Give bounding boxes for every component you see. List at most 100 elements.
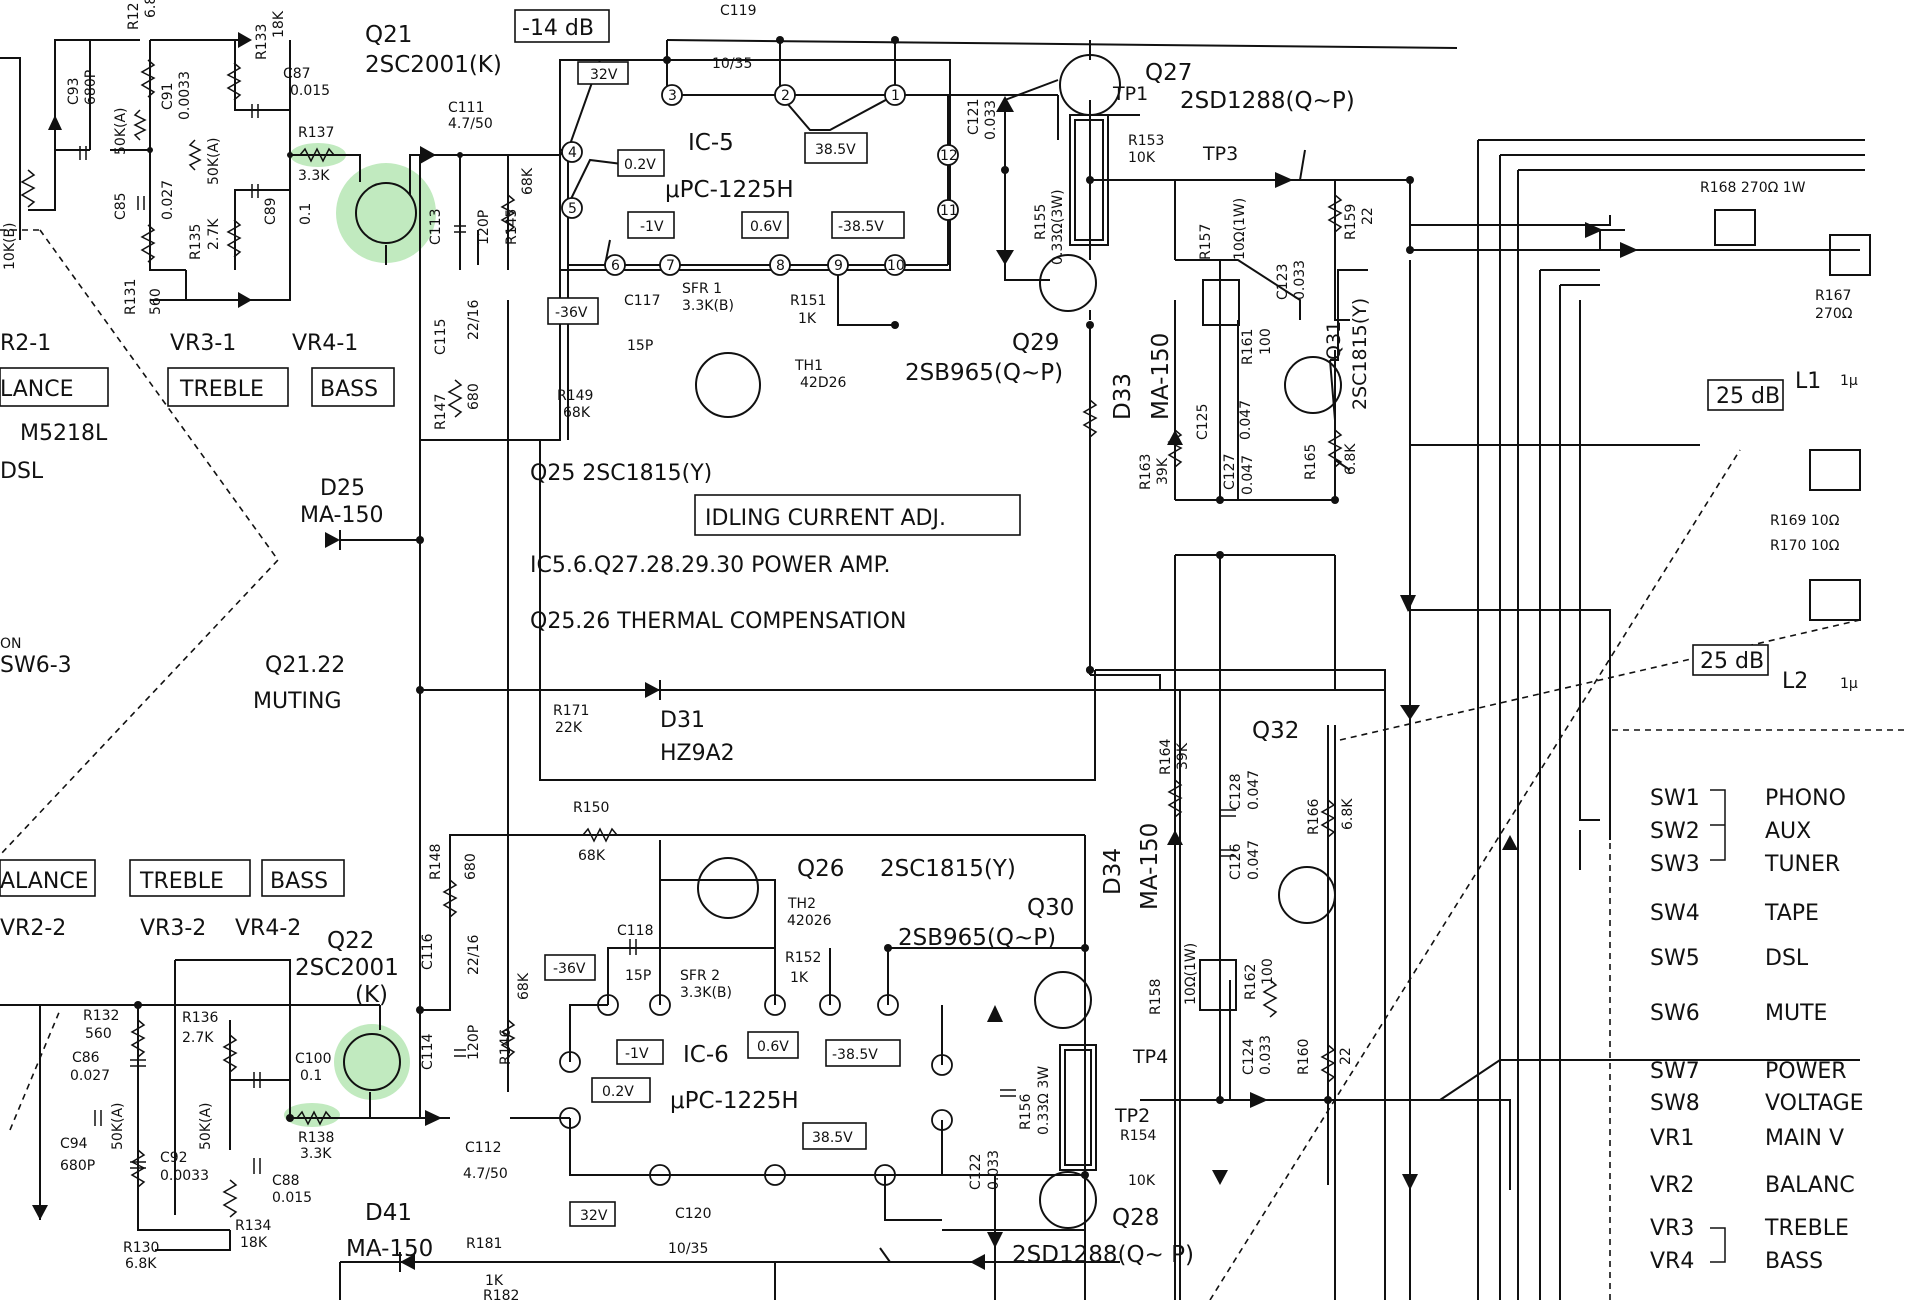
c119-label: C119: [720, 3, 757, 19]
c118-label: C118: [617, 923, 654, 939]
legend-fn: VOLTAGE: [1765, 1091, 1864, 1116]
c114-label: C114: [420, 1033, 436, 1070]
volt-m1v-lower: -1V: [625, 1046, 649, 1062]
ic6-pins: [559, 994, 953, 1186]
r145-value: 68K: [520, 167, 536, 195]
tp4-label: TP4: [1132, 1046, 1168, 1068]
l1-label: L1: [1795, 369, 1821, 394]
balance1-label: LANCE: [0, 377, 74, 402]
l1-value: 1μ: [1840, 373, 1858, 389]
ic5-pin2: 2: [781, 88, 790, 104]
legend-sw: SW7: [1650, 1059, 1700, 1084]
c112-value: 4.7/50: [463, 1166, 508, 1182]
r154-label: R154: [1120, 1128, 1157, 1144]
d31-label: D31: [660, 708, 705, 733]
legend-fn: BALANC: [1765, 1173, 1855, 1198]
r136-value: 2.7K: [182, 1030, 214, 1046]
on-label: ON: [0, 636, 22, 652]
sfr2-label: SFR 2: [680, 968, 720, 984]
c111-value: 4.7/50: [448, 116, 493, 132]
r153-label: R153: [1128, 133, 1164, 149]
idling-current-label: IDLING CURRENT ADJ.: [705, 506, 946, 531]
c119-value: 10/35: [712, 56, 752, 72]
r130-value: 6.8K: [125, 1256, 157, 1272]
r161-label: R161: [1240, 329, 1256, 365]
q22-type: 2SC2001: [295, 955, 399, 981]
r166-value: 6.8K: [1340, 798, 1356, 830]
q27-ref: Q27: [1145, 60, 1192, 86]
q26-type: 2SC1815(Y): [880, 856, 1016, 882]
r153-value: 10K: [1128, 150, 1156, 166]
c117-label: C117: [624, 293, 661, 309]
ic5-pin9: 9: [834, 258, 843, 274]
c125-label: C125: [1195, 404, 1211, 441]
r157-label: R157: [1198, 224, 1214, 260]
l2-value: 1μ: [1840, 676, 1858, 692]
c93-value: 680P: [83, 70, 99, 105]
sfr2-value: 3.3K(B): [680, 985, 732, 1001]
r146-label: R146: [498, 1028, 514, 1065]
volt-32v-lower: 32V: [580, 1208, 608, 1224]
c120-value: 10/35: [668, 1241, 708, 1257]
th2-label: TH2: [787, 896, 816, 912]
d34-type: MA-150: [1137, 823, 1163, 910]
q29-type: 2SB965(Q∼P): [905, 360, 1063, 386]
switch-legend: SW1 PHONO SW2 AUX SW3 TUNER SW4 TAPE SW5…: [1650, 786, 1864, 1274]
q25-label: Q25 2SC1815(Y): [530, 461, 712, 486]
c89-label: C89: [263, 197, 279, 225]
c88-value: 0.015: [272, 1190, 312, 1206]
sw6-3-label: SW6-3: [0, 653, 72, 678]
r164-value: 39K: [1175, 742, 1191, 770]
thermal-comp-caption: Q25.26 THERMAL COMPENSATION: [530, 609, 906, 634]
q30-type: 2SB965(Q∼P): [898, 925, 1056, 951]
d31-value: HZ9A2: [660, 741, 735, 766]
r169-label: R169 10Ω: [1770, 513, 1840, 529]
bass1-label: BASS: [320, 377, 378, 402]
r155-label: R155: [1033, 204, 1049, 240]
vr3-2-label: VR3-2: [140, 916, 206, 941]
r135-label: R135: [188, 224, 204, 260]
r156-label: R156: [1018, 1093, 1034, 1130]
upper-pot1: 50K(A): [113, 108, 129, 156]
volt-m385v-lower: -38.5V: [832, 1047, 878, 1063]
volt-385v: 38.5V: [815, 142, 856, 158]
r145-label: R145: [504, 209, 520, 245]
tp2-label: TP2: [1114, 1105, 1150, 1127]
c94-value: 680P: [60, 1158, 95, 1174]
r159-value: 22: [1360, 207, 1376, 225]
th1-label: TH1: [794, 358, 823, 374]
label-boxes: [0, 9, 1784, 1227]
c127-label: C127: [1222, 454, 1238, 491]
r130-label: R130: [123, 1240, 159, 1256]
dsl-label: DSL: [0, 459, 44, 484]
lower-pot1: 50K(A): [110, 1103, 126, 1151]
upper-atten-25db: 25 dB: [1716, 384, 1780, 409]
c120-label: C120: [675, 1206, 712, 1222]
c116-value: 22/16: [466, 935, 482, 975]
legend-fn: PHONO: [1765, 786, 1846, 811]
legend-fn: MUTE: [1765, 1001, 1827, 1026]
r163-label: R163: [1138, 454, 1154, 490]
ic5-pin11: 11: [940, 203, 958, 219]
legend-sw: SW2: [1650, 819, 1700, 844]
r151-value: 1K: [798, 311, 817, 327]
r165-value: 6.8K: [1343, 443, 1359, 475]
volt-02v-lower: 0.2V: [602, 1084, 634, 1100]
volt-06v-lower: 0.6V: [757, 1039, 789, 1055]
r151-label: R151: [790, 293, 826, 309]
c85-value: 0.027: [160, 180, 176, 220]
c89-value: 0.1: [298, 203, 314, 225]
c92-value: 0.0033: [160, 1168, 209, 1184]
c126-value: 0.047: [1246, 840, 1262, 880]
r133-label: R133: [254, 24, 270, 60]
c121-value: 0.033: [983, 100, 999, 140]
ic5-pin6: 6: [611, 258, 620, 274]
r159-label: R159: [1343, 204, 1359, 240]
lower-pot2: 50K(A): [198, 1103, 214, 1151]
treble2-label: TREBLE: [139, 869, 224, 894]
q27-type: 2SD1288(Q∼P): [1180, 88, 1355, 114]
ic5-pin3: 3: [668, 88, 677, 104]
c112-label: C112: [465, 1140, 502, 1156]
volt-02v: 0.2V: [624, 157, 656, 173]
c113-value: 120P: [476, 210, 492, 245]
